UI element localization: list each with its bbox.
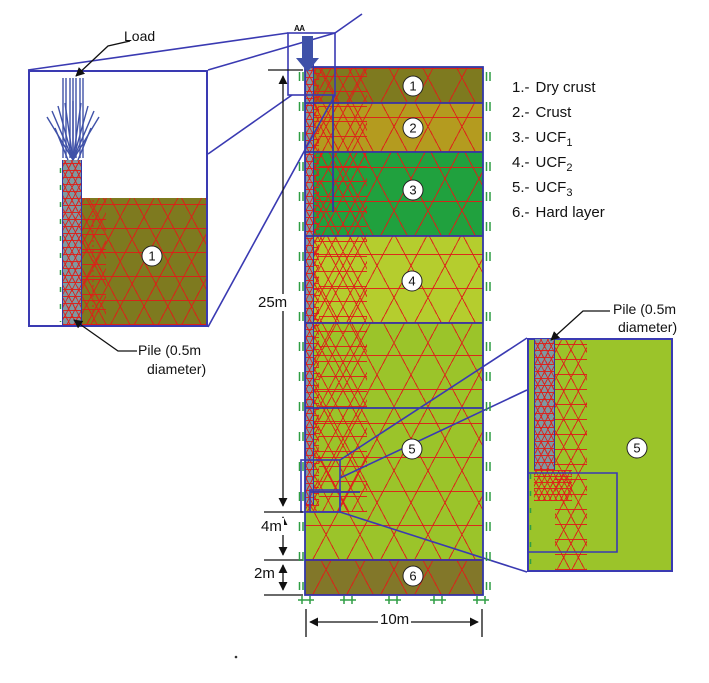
section-label-aa: AA — [294, 24, 305, 33]
pile-column-main — [305, 58, 314, 505]
dim-depth-4m: 4m — [259, 518, 284, 535]
dim-depth-2m: 2m — [252, 565, 277, 582]
left-inset-layer-badge: 1 — [141, 245, 163, 267]
right-inset-layer-badge: 5 — [626, 437, 648, 459]
pile-column-right-inset — [534, 339, 555, 470]
mesh-refined-band — [319, 67, 367, 512]
layer-badge-6: 6 — [402, 565, 424, 587]
layer-badge-5: 5 — [401, 438, 423, 460]
legend-item-5: 5.-UCF3 — [512, 179, 573, 199]
legend-item-6: 6.-Hard layer — [512, 204, 605, 221]
load-label: Load — [124, 28, 156, 44]
legend-item-2: 2.-Crust — [512, 104, 572, 121]
layer-badge-4: 4 — [401, 270, 423, 292]
stray-dot — [234, 655, 238, 659]
pile-label-left-line1: Pile (0.5m — [138, 342, 202, 358]
pile-label-arrow-right — [550, 310, 610, 341]
pile-label-right-line2: diameter) — [618, 319, 678, 335]
right-inset-refined-band — [555, 340, 587, 570]
soil-layer-6-hard-layer — [305, 560, 483, 595]
pile-column-left-inset — [62, 160, 82, 325]
fixed-support-markers — [297, 595, 490, 605]
pile-label-left-line2: diameter) — [147, 361, 207, 377]
layer-badge-2: 2 — [402, 117, 424, 139]
legend-item-4: 4.-UCF2 — [512, 154, 573, 174]
legend-item-3: 3.-UCF1 — [512, 129, 573, 149]
dim-depth-25m: 25m — [256, 294, 290, 311]
left-inset-refined-band — [82, 198, 106, 325]
layer-badge-1: 1 — [402, 75, 424, 97]
pile-label-right-line1: Pile (0.5m — [613, 301, 677, 317]
dim-width-10m: 10m — [378, 611, 412, 628]
right-inset-tip-dense-patch — [534, 470, 572, 501]
legend: 1.-Dry crust 2.-Crust 3.-UCF1 4.-UCF2 5.… — [512, 78, 605, 228]
layer-badge-3: 3 — [402, 179, 424, 201]
legend-item-1: 1.-Dry crust — [512, 79, 596, 96]
